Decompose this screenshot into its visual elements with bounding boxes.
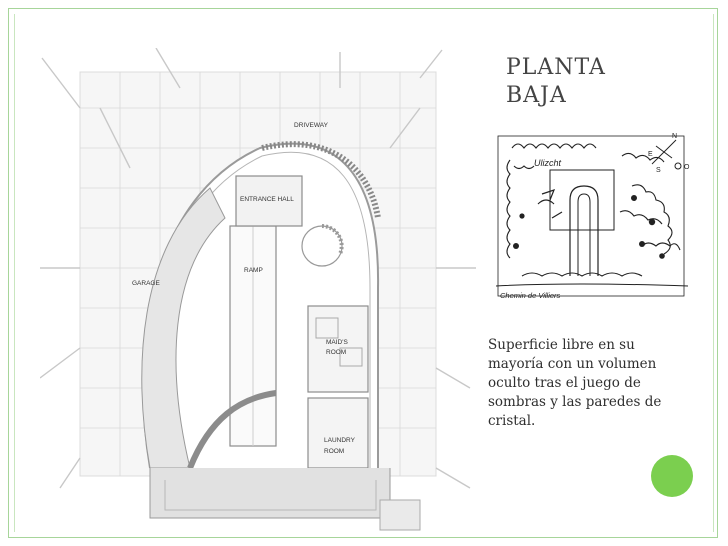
accent-circle	[651, 455, 693, 497]
label-maids-room-2: ROOM	[326, 349, 346, 356]
slide-title: PLANTA BAJA	[506, 54, 606, 110]
compass-n: N	[672, 133, 677, 140]
sketch-label-driveway: Ulizcht	[534, 158, 562, 168]
compass-s: S	[656, 167, 661, 174]
label-garage: GARAGE	[132, 280, 160, 287]
slide-inner-frame	[14, 14, 714, 532]
site-sketch: Ulizcht Chemin de Villiers N E S O	[495, 133, 690, 300]
slide-caption: Superficie libre en su mayoría con un vo…	[488, 337, 662, 429]
label-laundry-room-1: LAUNDRY	[324, 437, 356, 444]
compass-o: O	[684, 164, 690, 171]
label-entrance-hall: ENTRANCE HALL	[240, 196, 294, 203]
sketch-label-street: Chemin de Villiers	[500, 291, 561, 300]
floor-plan-drawing: DRIVEWAY ENTRANCE HALL RAMP GARAGE MAID'…	[40, 48, 476, 531]
title-line-2: BAJA	[506, 83, 567, 108]
compass-e: E	[648, 151, 653, 158]
title-line-1: PLANTA	[506, 55, 606, 80]
slide-frame	[8, 8, 718, 538]
label-maids-room-1: MAID'S	[326, 339, 348, 346]
label-laundry-room-2: ROOM	[324, 448, 344, 455]
label-driveway: DRIVEWAY	[294, 122, 329, 129]
label-ramp: RAMP	[244, 267, 263, 274]
